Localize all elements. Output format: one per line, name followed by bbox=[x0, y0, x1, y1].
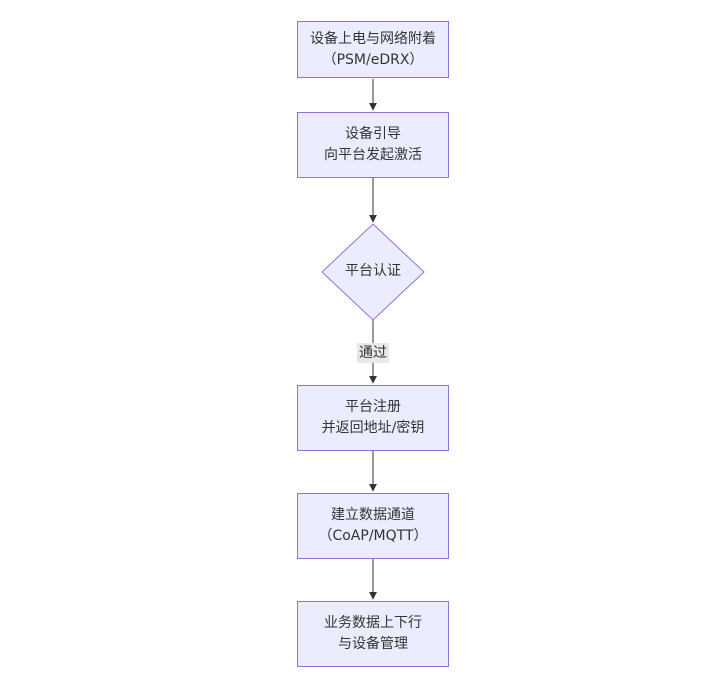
decision-platform-auth-label: 平台认证 bbox=[345, 263, 401, 279]
node-data-channel: 建立数据通道 （CoAP/MQTT） bbox=[297, 493, 449, 559]
node-register-line2: 并返回地址/密钥 bbox=[321, 420, 425, 436]
node-data-channel-line2: （CoAP/MQTT） bbox=[318, 528, 428, 544]
node-bootstrap-line1: 设备引导 bbox=[345, 126, 401, 142]
node-bootstrap-line2: 向平台发起激活 bbox=[324, 147, 422, 163]
node-bootstrap: 设备引导 向平台发起激活 bbox=[297, 112, 449, 178]
node-power-attach: 设备上电与网络附着 （PSM/eDRX） bbox=[297, 21, 449, 78]
node-business-line1: 业务数据上下行 bbox=[324, 615, 422, 631]
node-business: 业务数据上下行 与设备管理 bbox=[297, 601, 449, 667]
node-data-channel-line1: 建立数据通道 bbox=[331, 507, 415, 523]
node-power-attach-line1: 设备上电与网络附着 bbox=[310, 30, 436, 47]
node-register-line1: 平台注册 bbox=[345, 399, 401, 415]
decision-platform-auth-shape bbox=[321, 223, 425, 321]
edge-label-pass: 通过 bbox=[357, 343, 389, 363]
node-power-attach-line2: （PSM/eDRX） bbox=[322, 51, 424, 68]
node-business-line2: 与设备管理 bbox=[338, 636, 408, 652]
node-register: 平台注册 并返回地址/密钥 bbox=[297, 385, 449, 451]
